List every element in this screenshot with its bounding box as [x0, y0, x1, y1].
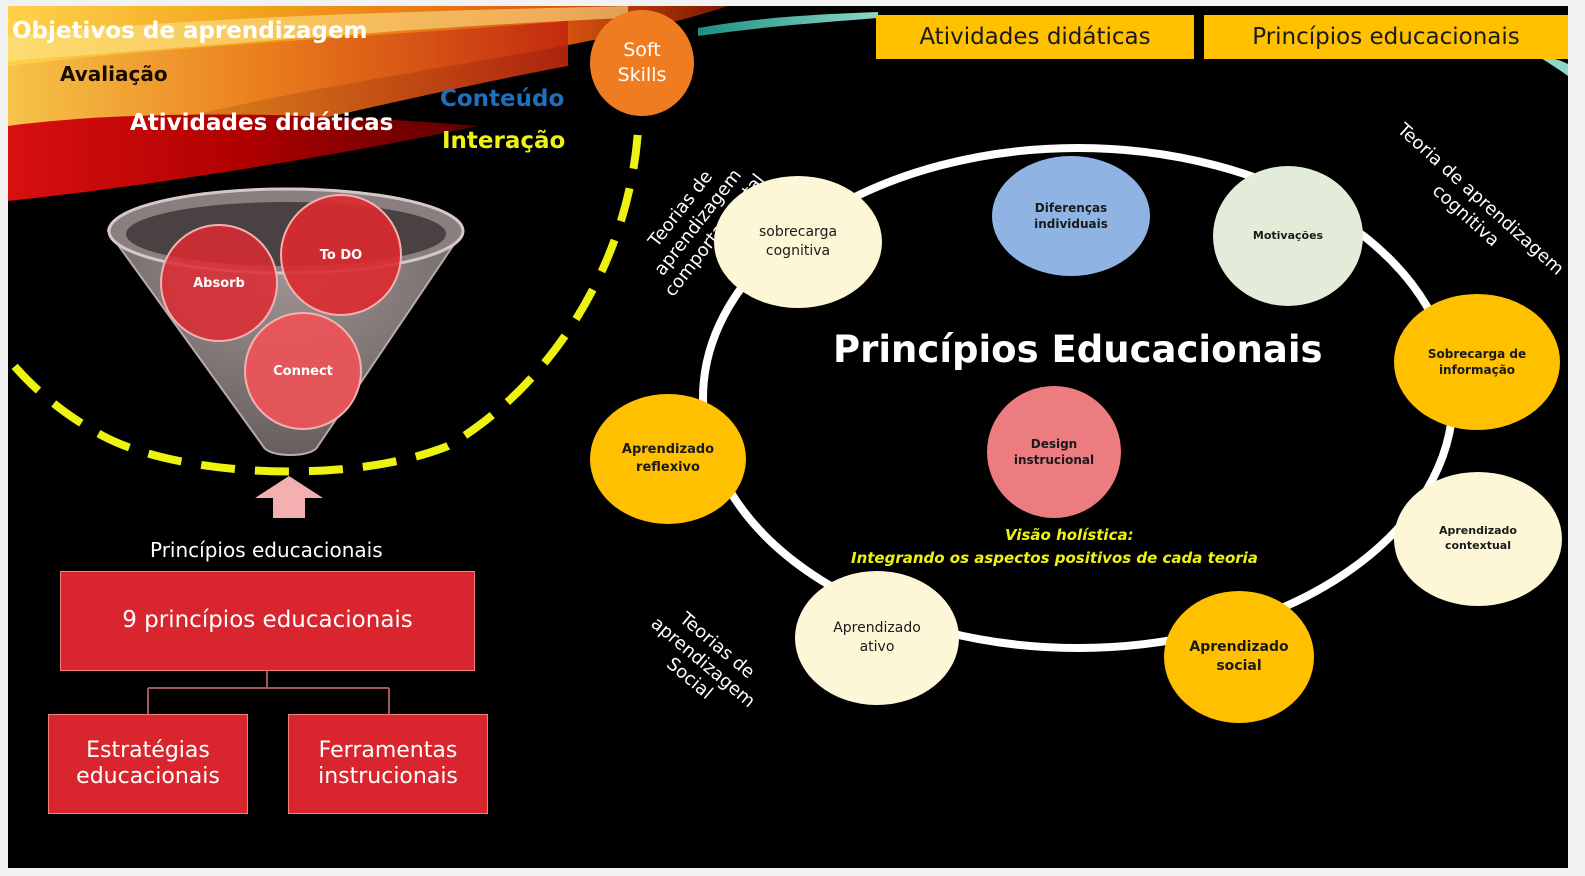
- node-aprendizado-ativo: Aprendizado ativo: [795, 571, 959, 705]
- soft-skills-circle: Soft Skills: [590, 10, 694, 116]
- center-title: Princípios Educacionais: [833, 328, 1323, 371]
- todo-circle: To DO: [280, 194, 402, 316]
- tab-atividades-didaticas: Atividades didáticas: [876, 15, 1194, 59]
- node-aprendizado-social: Aprendizado social: [1164, 591, 1314, 723]
- tab-principios-educacionais: Princípios educacionais: [1204, 15, 1568, 59]
- objectives-label: Objetivos de aprendizagem: [12, 18, 368, 44]
- nine-principles-box: 9 princípios educacionais: [60, 571, 475, 671]
- interaction-label: Interação: [442, 128, 566, 154]
- node-sobrecarga-informacao: Sobrecarga de informação: [1394, 294, 1560, 430]
- principles-caption: Princípios educacionais: [150, 538, 383, 562]
- absorb-label: Absorb: [193, 275, 245, 291]
- node-diferencas-individuais: Diferenças individuais: [992, 156, 1150, 276]
- connect-label: Connect: [273, 363, 333, 379]
- connect-circle: Connect: [244, 312, 362, 430]
- assessment-label: Avaliação: [60, 62, 168, 86]
- todo-label: To DO: [319, 247, 363, 263]
- node-aprendizado-contextual: Aprendizado contextual: [1394, 472, 1562, 606]
- content-label: Conteúdo: [440, 86, 565, 112]
- design-instrucional-circle: Design instrucional: [987, 386, 1121, 518]
- strategies-box: Estratégias educacionais: [48, 714, 248, 814]
- activities-label: Atividades didáticas: [130, 110, 394, 136]
- tools-box: Ferramentas instrucionais: [288, 714, 488, 814]
- holistic-title: Visão holística:: [1005, 526, 1134, 544]
- node-aprendizado-reflexivo: Aprendizado reflexivo: [590, 394, 746, 524]
- node-motivacoes: Motivações: [1213, 166, 1363, 306]
- absorb-circle: Absorb: [160, 224, 278, 342]
- holistic-subtitle: Integrando os aspectos positivos de cada…: [851, 549, 1258, 567]
- node-sobrecarga-cognitiva: sobrecarga cognitiva: [714, 176, 882, 308]
- slide-canvas: Atividades didáticas Princípios educacio…: [8, 6, 1568, 868]
